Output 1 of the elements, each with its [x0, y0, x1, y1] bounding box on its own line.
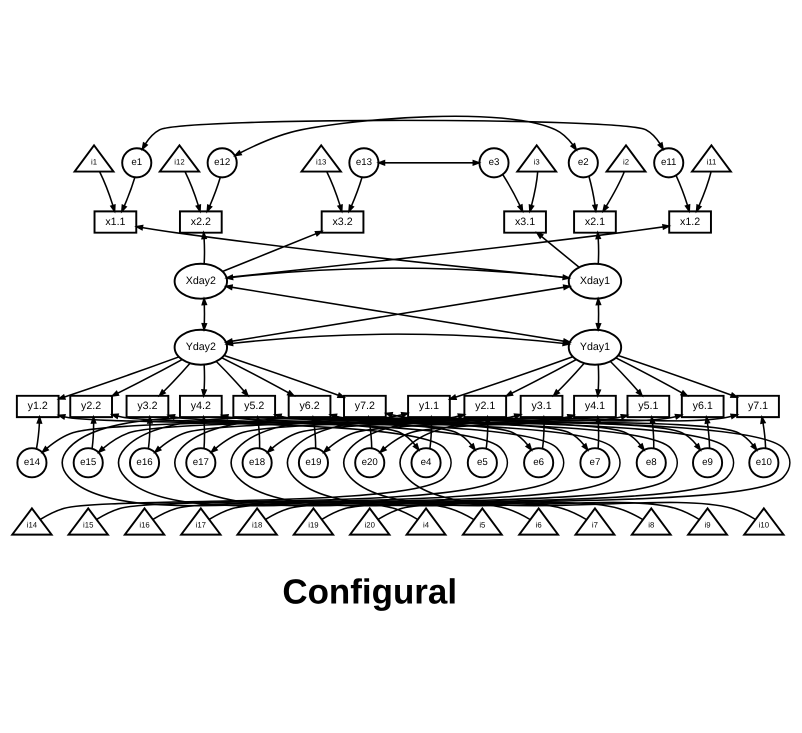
- label: Configural: [282, 572, 458, 612]
